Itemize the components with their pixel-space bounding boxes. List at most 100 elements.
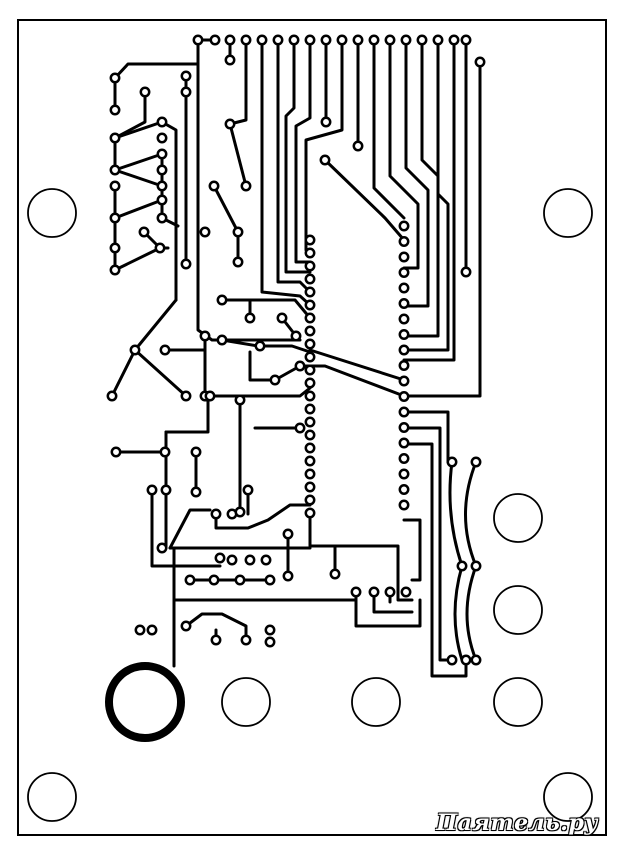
solder-pad [159,344,171,356]
solder-pad [146,484,158,496]
solder-pad [398,220,410,232]
solder-pad [208,180,220,192]
solder-pad [234,506,246,518]
ground-ring [105,662,185,742]
solder-pad [398,267,410,278]
solder-pad [398,313,410,325]
solder-pad [470,654,482,666]
solder-pad [106,390,118,402]
solder-pad [226,554,238,566]
solder-pad [304,403,316,415]
solder-pad [470,456,482,468]
solder-pad [398,344,410,356]
solder-pad [156,180,168,192]
solder-pad [204,390,216,402]
solder-pad [276,312,288,324]
solder-pad [264,636,276,648]
solder-pad [398,484,410,495]
solder-pad [460,654,472,666]
solder-pad [180,258,192,270]
solder-pad [304,312,316,324]
solder-pad [209,34,221,46]
solder-pad [304,247,316,259]
solder-pad [254,340,266,352]
solder-pad [304,390,316,402]
solder-pad [294,360,306,372]
solder-pad [154,242,166,254]
solder-pad [352,140,364,152]
solder-pad [470,560,482,572]
solder-pad [109,180,121,192]
solder-pad [109,212,121,224]
solder-pad [460,266,472,278]
solder-pad [398,406,410,418]
solder-pad [232,256,244,268]
solder-pad [210,634,222,646]
solder-pad [368,34,380,46]
solder-pad [282,570,294,582]
solder-pad [282,528,294,540]
solder-pad [110,446,122,458]
solder-pad [109,72,121,84]
solder-pad [320,116,332,128]
solder-pad [109,242,121,254]
solder-pad [446,456,458,468]
solder-pad [304,364,316,376]
solder-pad [304,429,316,441]
solder-pad [304,34,316,46]
solder-pad [134,624,146,636]
solder-pad [109,264,121,276]
solder-pad [156,194,168,206]
solder-pad [156,116,168,128]
solder-pad [264,624,276,636]
solder-pad [224,34,236,46]
solder-pad [232,226,244,238]
solder-pad [244,312,256,324]
solder-pad [329,568,341,580]
solder-pad [288,34,300,46]
solder-pad [156,212,168,224]
solder-pad [304,455,316,467]
solder-pad [192,34,204,46]
solder-pad [304,286,316,298]
solder-pad [304,494,316,506]
solder-pad [180,620,192,632]
solder-pad [398,422,410,433]
solder-pad [269,374,281,386]
solder-pad [156,132,168,144]
solder-pad [272,34,284,46]
solder-pad [398,298,410,309]
solder-pad [294,422,306,434]
solder-pad [304,299,316,311]
solder-pad [234,394,246,406]
solder-pad [304,442,316,454]
solder-pad [180,390,192,402]
solder-pad [448,34,460,46]
solder-pad [109,164,121,176]
solder-pad [240,180,252,192]
solder-pad [398,437,410,449]
solder-pad [208,574,220,586]
solder-pad [244,554,256,566]
solder-pad [460,34,472,46]
solder-pad [398,360,410,371]
solder-pad [260,554,272,566]
solder-pad [240,34,252,46]
solder-pad [156,164,168,176]
solder-pad [234,574,246,586]
solder-pad [432,34,444,46]
solder-pad [156,148,168,160]
solder-pad [210,508,222,520]
solder-pad [398,499,410,511]
watermark-logo: Паятель.ру [436,810,598,836]
copper-traces [110,38,482,678]
solder-pad [384,34,396,46]
solder-pad [304,234,316,246]
solder-pad [304,273,316,285]
solder-pad [398,282,410,294]
solder-pad [199,330,211,342]
solder-pad [146,624,158,636]
solder-pad [129,344,141,356]
solder-pad [190,486,202,498]
solder-pad [242,484,254,496]
